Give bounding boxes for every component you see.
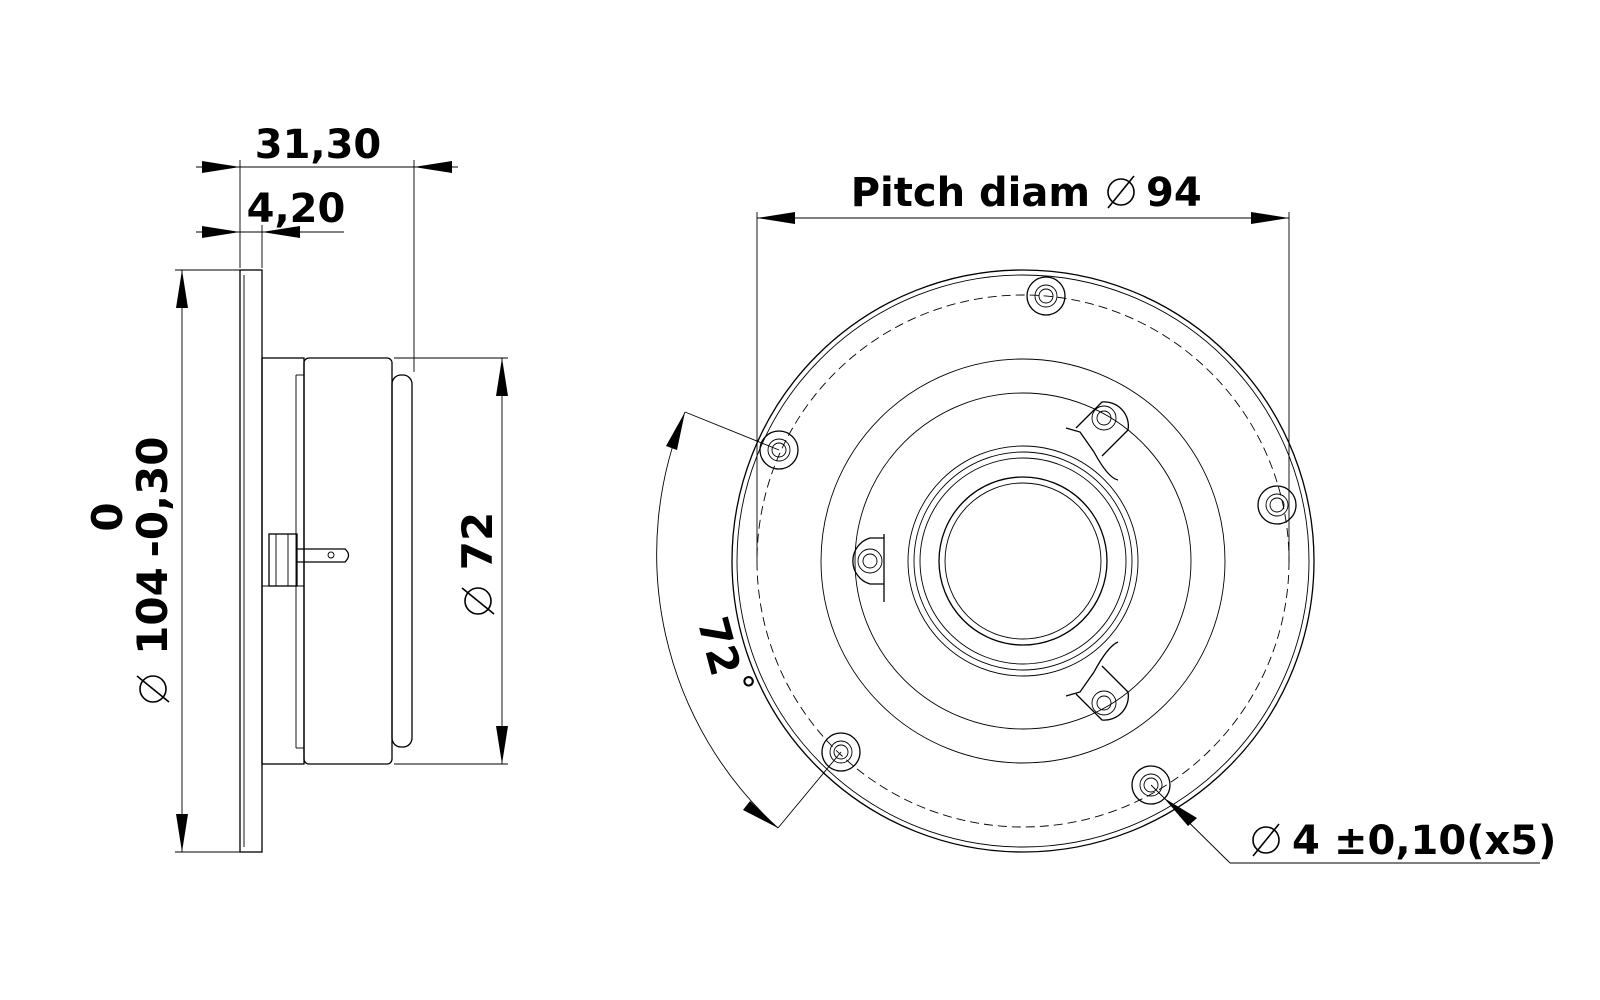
flange-diameter-value: 104 (128, 567, 177, 655)
flange-thickness-dimension: 4,20 (196, 186, 345, 268)
flange-tolerance-lower: -0,30 (128, 436, 177, 557)
diameter-icon (1107, 175, 1135, 209)
flange-tolerance-upper: 0 (83, 502, 132, 531)
side-view: 31,30 4,20 104 -0,30 (83, 122, 508, 853)
hole-callout: 4 ±0,10(x5) (1150, 784, 1556, 864)
mounting-hole-top (1026, 276, 1066, 316)
flange-thickness-label: 4,20 (247, 186, 346, 232)
pitch-value: 94 (1146, 170, 1202, 216)
pitch-circle (756, 294, 1290, 828)
mounting-hole-bottom-right (1131, 765, 1171, 805)
body-diameter-value: 72 (453, 512, 502, 570)
inner-plate (883, 427, 1119, 697)
depth-dimension: 31,30 (196, 122, 458, 372)
dome (938, 476, 1108, 646)
pitch-label: Pitch diam (851, 170, 1090, 216)
angle-dimension: 72 ° (656, 411, 842, 829)
flange-outline (731, 269, 1315, 853)
diameter-icon (461, 587, 495, 615)
terminal-connector (262, 533, 350, 587)
mounting-hole-right (1257, 485, 1297, 525)
depth-label: 31,30 (255, 122, 382, 168)
hole-tolerance: ±0,10(x5) (1334, 818, 1556, 864)
diameter-icon (1252, 823, 1280, 857)
flange-diameter-dimension: 104 -0,30 0 (83, 269, 240, 853)
rear-plate (261, 357, 305, 765)
hole-diameter-value: 4 (1292, 818, 1320, 864)
mounting-hole-bottom-left (821, 732, 861, 772)
front-ring (391, 374, 413, 748)
dome-surround (907, 445, 1139, 677)
angle-value: 72 (688, 612, 750, 681)
screw-left (852, 537, 884, 585)
mounting-hole-left (759, 430, 799, 470)
front-view: Pitch diam 94 72 ° (656, 170, 1556, 864)
body-diameter-dimension: 72 (394, 357, 508, 765)
screw-top-right (1075, 401, 1130, 457)
flange (239, 269, 263, 853)
plate-ring (820, 358, 1226, 764)
magnet-body (303, 357, 393, 765)
screw-bottom-right (1075, 665, 1130, 721)
pitch-diameter-dimension: Pitch diam 94 (756, 170, 1290, 562)
diameter-icon (136, 675, 170, 703)
